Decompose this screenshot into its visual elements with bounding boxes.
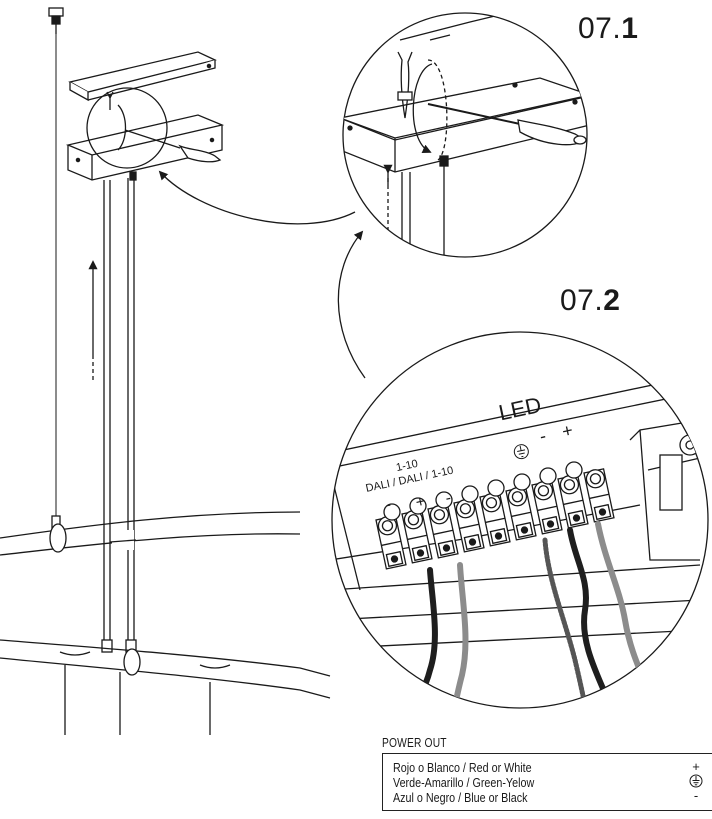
- legend-row-blue: Azul o Negro / Blue or Black: [393, 791, 528, 805]
- legend-row-green: Verde-Amarillo / Green-Yelow: [393, 776, 535, 790]
- detail-circle-small: [86, 87, 168, 169]
- label-minus-left: -: [384, 496, 393, 514]
- detail-07-1: [342, 12, 588, 258]
- legend-symbol-plus: +: [692, 759, 700, 774]
- driver-box-lid: [68, 51, 217, 102]
- detail-07-2: 1-10 DALI / DALI / 1-10 - + - LED - +: [0, 0, 709, 709]
- upper-pipe: [0, 511, 301, 556]
- label-1-10: 1-10: [395, 458, 419, 474]
- legend-row-red: Rojo o Blanco / Red or White: [393, 761, 532, 775]
- step-label-07-1: 07.1: [578, 12, 639, 45]
- ceiling-anchor: [48, 7, 64, 34]
- led-profile: [101, 171, 137, 653]
- legend-box: Rojo o Blanco / Red or White + Verde-Ama…: [382, 753, 712, 811]
- step-label-07-2: 07.2: [560, 284, 621, 317]
- legend-symbol-minus: -: [693, 788, 699, 803]
- driver-box: [65, 114, 225, 181]
- label-led-plus: +: [560, 420, 574, 442]
- label-plus: +: [414, 493, 427, 512]
- wire-black-right: [567, 527, 611, 703]
- legend-title: POWER OUT: [382, 736, 447, 750]
- ground-icon: [513, 444, 529, 460]
- label-minus-right: -: [444, 490, 453, 508]
- overview-drawing: [0, 7, 356, 735]
- lower-pipe: [0, 639, 331, 735]
- terminal-block: [0, 0, 20, 50]
- detail-link-arrow: [337, 230, 366, 379]
- label-led-minus: -: [538, 426, 548, 447]
- ground-icon: [688, 774, 704, 791]
